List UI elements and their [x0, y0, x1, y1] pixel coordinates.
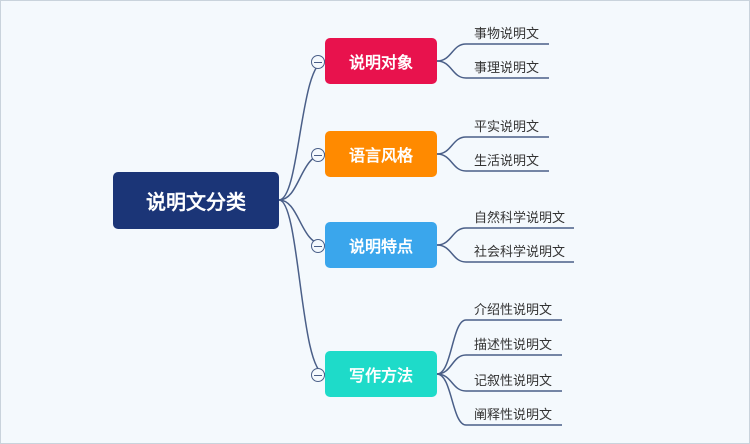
leaf-topic-4-1[interactable]: 介绍性说明文: [474, 303, 553, 318]
leaf-topic-1-2[interactable]: 事理说明文: [474, 61, 540, 76]
branch-topic-3[interactable]: 说明特点: [325, 222, 437, 268]
branch-topic-4[interactable]: 写作方法: [325, 351, 437, 397]
leaf-topic-4-3[interactable]: 记叙性说明文: [474, 374, 553, 389]
link-leaf-1-2: [436, 60, 549, 79]
link-leaf-2-2: [436, 153, 549, 172]
branch-topic-2[interactable]: 语言风格: [325, 131, 437, 177]
leaf-topic-4-4[interactable]: 阐释性说明文: [474, 408, 553, 423]
link-leaf-3-1: [436, 227, 574, 246]
leaf-topic-3-1[interactable]: 自然科学说明文: [474, 211, 566, 226]
link-root-branch-4: [278, 199, 326, 375]
leaf-topic-4-2[interactable]: 描述性说明文: [474, 338, 553, 353]
link-leaf-2-1: [436, 136, 549, 155]
leaf-topic-2-2[interactable]: 生活说明文: [474, 154, 540, 169]
link-leaf-4-1: [436, 319, 562, 375]
branch-topic-1[interactable]: 说明对象: [325, 38, 437, 84]
root-topic[interactable]: 说明文分类: [113, 172, 279, 229]
leaf-topic-2-1[interactable]: 平实说明文: [474, 120, 540, 135]
leaf-topic-1-1[interactable]: 事物说明文: [474, 27, 540, 42]
collapse-icon[interactable]: [311, 239, 325, 253]
leaf-topic-3-2[interactable]: 社会科学说明文: [474, 245, 566, 260]
collapse-icon[interactable]: [311, 368, 325, 382]
link-leaf-1-1: [436, 43, 549, 62]
link-root-branch-1: [278, 60, 326, 201]
link-leaf-4-2: [436, 354, 562, 375]
link-leaf-3-2: [436, 244, 574, 263]
collapse-icon[interactable]: [311, 148, 325, 162]
link-leaf-4-4: [436, 373, 562, 426]
collapse-icon[interactable]: [311, 55, 325, 69]
